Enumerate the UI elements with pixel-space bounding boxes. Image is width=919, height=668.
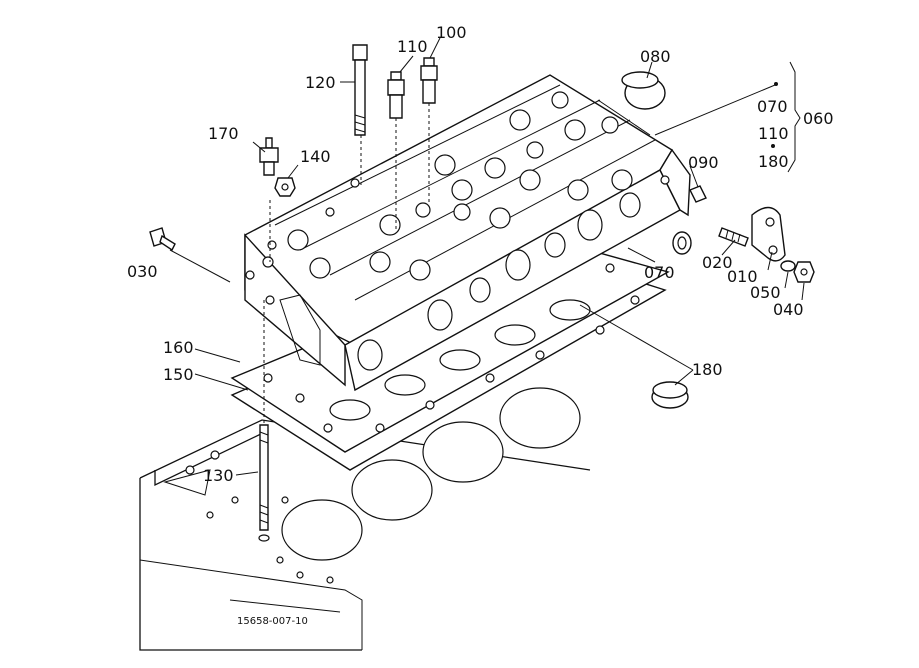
cylinder-bore-3 <box>422 421 504 483</box>
callout-060: 060 <box>803 109 834 128</box>
cylinder-bore-2 <box>351 459 433 521</box>
callout-110-group: 110 <box>758 124 789 143</box>
callout-030: 030 <box>127 262 158 281</box>
callout-020: 020 <box>702 253 733 272</box>
cylinder-bore-1 <box>281 499 363 561</box>
callout-130: 130 <box>203 466 234 485</box>
bolt-090 <box>689 185 707 203</box>
plug-080 <box>621 71 666 110</box>
fitting-170 <box>259 137 279 176</box>
figure-code: 15658-007-10 <box>237 616 308 627</box>
callout-100: 100 <box>436 23 467 42</box>
stud-020 <box>718 227 749 247</box>
callout-040: 040 <box>773 300 804 319</box>
bracket-010 <box>751 206 786 262</box>
cylinder-bore-4 <box>499 387 581 449</box>
valve-guide-100 <box>420 57 438 104</box>
head-gasket-160 <box>230 241 670 453</box>
bolt-120 <box>352 44 368 136</box>
nut-140 <box>274 177 296 197</box>
callout-070: 070 <box>644 263 675 282</box>
callout-110: 110 <box>397 37 428 56</box>
stud-130 <box>258 424 270 542</box>
callout-080: 080 <box>640 47 671 66</box>
callout-170: 170 <box>208 124 239 143</box>
washer-050 <box>780 260 796 272</box>
seal-070 <box>672 231 692 255</box>
callout-010: 010 <box>727 267 758 286</box>
bolt-030 <box>149 227 176 252</box>
callout-160: 160 <box>163 338 194 357</box>
valve-guide-110 <box>387 71 405 119</box>
callout-050: 050 <box>750 283 781 302</box>
callout-180-group: 180 <box>758 152 789 171</box>
callout-070-group: 070 <box>757 97 788 116</box>
nut-040 <box>793 261 815 283</box>
engine-block <box>139 387 591 651</box>
seal-180 <box>651 381 689 409</box>
callout-090: 090 <box>688 153 719 172</box>
callout-150: 150 <box>163 365 194 384</box>
callout-120: 120 <box>305 73 336 92</box>
callout-140: 140 <box>300 147 331 166</box>
leader-lines <box>169 37 805 476</box>
cylinder-head <box>244 74 691 392</box>
callout-180: 180 <box>692 360 723 379</box>
